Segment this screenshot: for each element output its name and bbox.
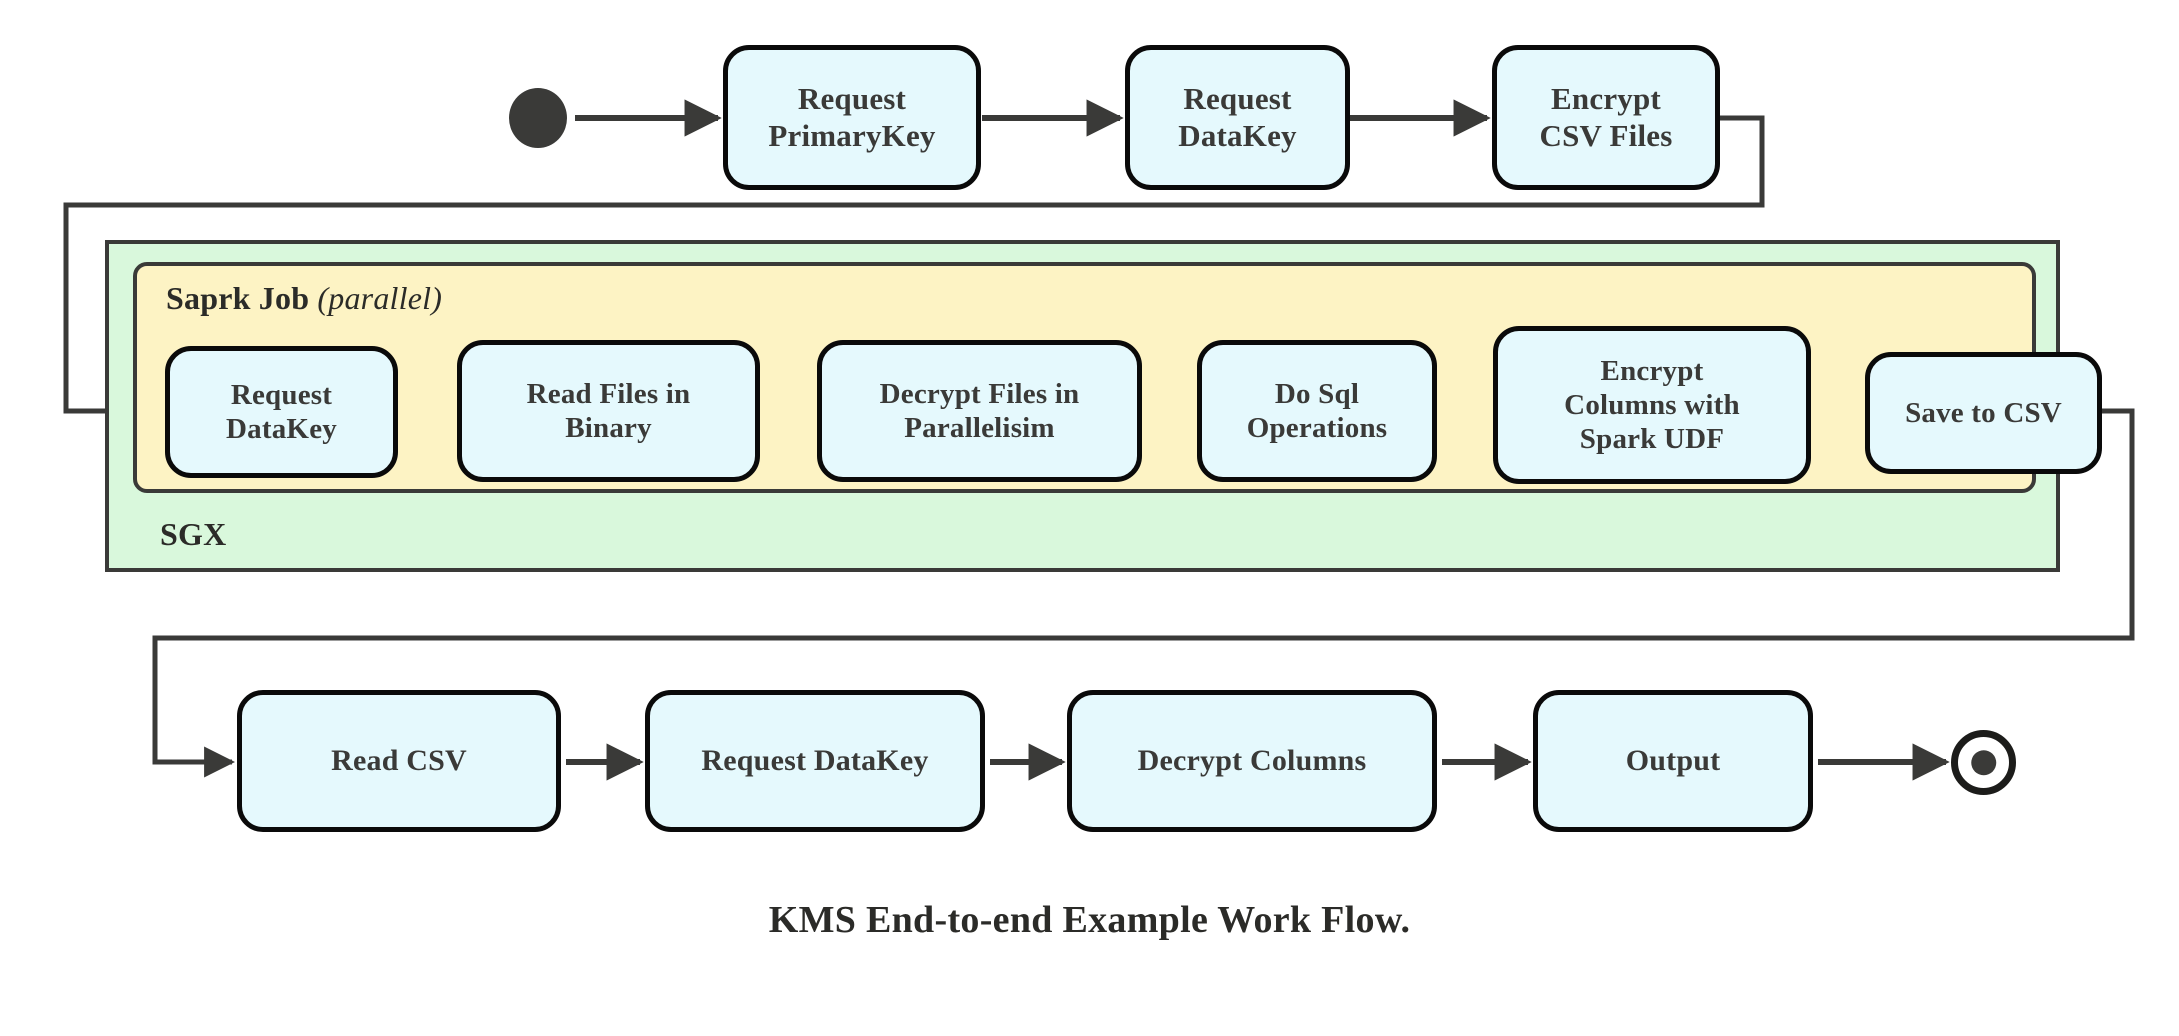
node-line: PrimaryKey: [768, 117, 936, 153]
node-line: Spark UDF: [1579, 423, 1725, 456]
container-spark-job-label: Saprk Job (parallel): [166, 280, 442, 317]
node-read-files-in-binary[interactable]: Read Files in Binary: [457, 340, 760, 482]
node-decrypt-files-in-parallelisim[interactable]: Decrypt Files in Parallelisim: [817, 340, 1142, 482]
node-line: Request: [797, 80, 907, 116]
node-read-csv[interactable]: Read CSV: [237, 690, 561, 832]
container-sgx-label: SGX: [160, 516, 227, 552]
node-line: Parallelisim: [904, 412, 1055, 444]
node-request-primarykey[interactable]: Request PrimaryKey: [723, 45, 981, 190]
node-line: Decrypt Columns: [1137, 744, 1367, 778]
node-line: DataKey: [1178, 117, 1297, 153]
node-line: Operations: [1246, 412, 1388, 444]
node-line: Request: [1183, 80, 1292, 116]
node-decrypt-columns[interactable]: Decrypt Columns: [1067, 690, 1437, 832]
node-line: Encrypt: [1600, 354, 1704, 387]
node-request-datakey-bottom[interactable]: Request DataKey: [645, 690, 985, 832]
node-encrypt-columns-with-spark-udf[interactable]: Encrypt Columns with Spark UDF: [1493, 326, 1811, 484]
node-line: CSV Files: [1539, 117, 1673, 153]
node-line: Read CSV: [331, 744, 467, 778]
node-line: Save to CSV: [1905, 396, 2062, 429]
final-state-node: [1951, 730, 2016, 795]
node-line: DataKey: [226, 413, 337, 445]
node-output[interactable]: Output: [1533, 690, 1813, 832]
node-do-sql-operations[interactable]: Do Sql Operations: [1197, 340, 1437, 482]
node-line: Request DataKey: [701, 744, 929, 778]
node-line: Encrypt: [1551, 80, 1661, 116]
figure-caption: KMS End-to-end Example Work Flow.: [768, 899, 1411, 941]
initial-state-node: [509, 88, 567, 148]
spark-job-mode: (parallel): [317, 280, 443, 316]
node-line: Columns with: [1564, 388, 1740, 421]
node-line: Output: [1625, 744, 1721, 778]
node-line: Do Sql: [1274, 377, 1360, 410]
node-request-datakey-spark[interactable]: Request DataKey: [165, 346, 398, 478]
node-line: Binary: [565, 412, 652, 444]
node-encrypt-csv-files[interactable]: Encrypt CSV Files: [1492, 45, 1720, 190]
node-request-datakey-top[interactable]: Request DataKey: [1125, 45, 1350, 190]
spark-job-title: Saprk Job: [166, 280, 310, 316]
node-save-to-csv[interactable]: Save to CSV: [1865, 352, 2102, 474]
node-line: Decrypt Files in: [879, 377, 1080, 410]
node-line: Request: [230, 378, 333, 411]
node-line: Read Files in: [526, 377, 691, 410]
